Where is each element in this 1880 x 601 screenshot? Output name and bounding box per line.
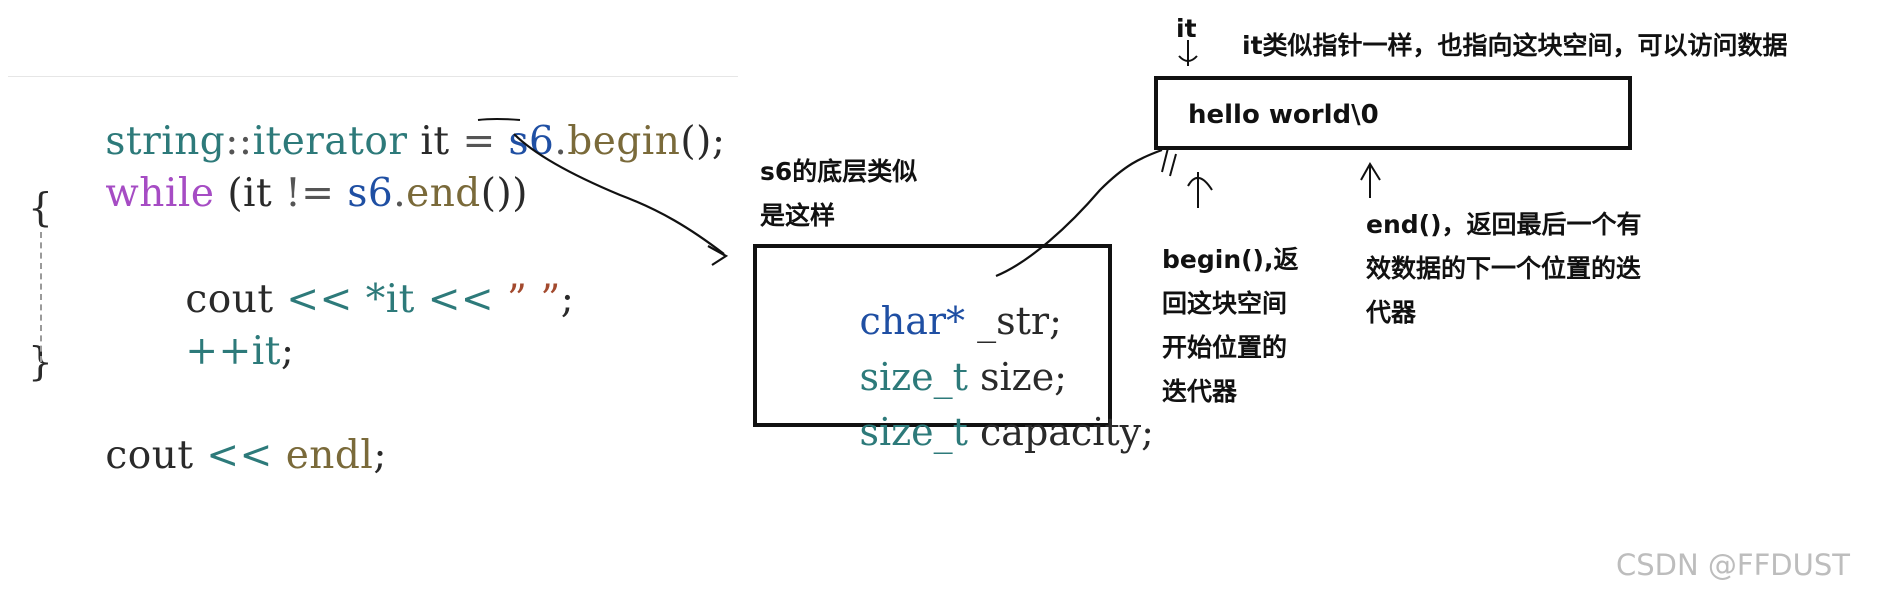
begin-note-line: 回这块空间 [1162,289,1288,318]
struct-caption-line: 是这样 [760,201,836,230]
scope-token: :: [225,119,253,164]
tail-token: (); [680,119,726,164]
member-type: char* [859,299,966,343]
indent-guide [40,232,42,362]
paren-token: ( [227,171,244,216]
string-literal-token: ” ” [507,277,561,322]
member-name: size; [980,355,1067,399]
struct-member-capacity: size_t capacity; [787,375,1154,489]
code-line-5: ++it; [108,293,295,410]
arrowhead-icon [1360,162,1381,181]
begin-note-line: begin(),返 [1162,245,1299,274]
code-line-3: { [28,186,54,231]
var-token: it [243,171,273,216]
operator-token: != [285,171,335,216]
string-content: hello world\0 [1188,100,1379,130]
object-token: s6 [508,119,555,164]
keyword-token: while [105,171,215,216]
it-label: it [1176,14,1197,43]
end-note-line: 代器 [1366,298,1417,327]
dot-token: . [554,119,568,164]
end-note-line: end()，返回最后一个有 [1366,210,1642,239]
call-token: begin [567,119,681,164]
semicolon-token: ; [280,329,295,374]
end-note-line: 效数据的下一个位置的迭 [1366,254,1642,283]
call-token: end [406,171,481,216]
struct-caption: s6的底层类似 是这样 [760,150,917,238]
dot-token: . [393,171,407,216]
arrowhead-icon [1178,55,1198,62]
it-note: it类似指针一样，也指向这块空间，可以访问数据 [1242,31,1788,60]
tail-token: ()) [480,171,528,216]
begin-note-line: 开始位置的 [1162,333,1288,362]
shift-token: << [286,277,353,322]
member-type: size_t [859,410,968,454]
struct-layout-box: char* _str; size_t size; size_t capacity… [753,244,1154,451]
struct-member-str: char* _str; [787,264,1062,378]
endl-token: endl [285,433,374,478]
semicolon-token: ; [560,277,575,322]
code-line-4: cout << *it << ” ”; [108,241,574,358]
assign-token: = [462,119,496,164]
s6-underline [477,118,521,121]
increment-token: ++it [185,329,281,374]
member-type: size_t [859,355,968,399]
type-token: string [105,119,226,164]
member-name: capacity; [980,410,1154,454]
shift-token: << [206,433,273,478]
begin-pointer-marks [1161,147,1177,177]
end-note: end()，返回最后一个有 效数据的下一个位置的迭 代器 [1366,203,1642,335]
code-snippet: string::iterator it = s6.begin(); while … [8,76,738,475]
deref-token: *it [365,277,415,322]
s6-to-struct-arrow [513,133,725,255]
object-token: s6 [347,171,394,216]
code-line-2: while (it != s6.end()) [28,135,528,252]
shift-token: << [427,277,495,322]
arrowhead-icon [707,245,729,266]
member-name: _str; [977,299,1062,343]
begin-note-line: 迭代器 [1162,377,1238,406]
string-memory-box: hello world\0 [1154,76,1632,150]
semicolon-token: ; [373,433,387,478]
str-to-memory-arrow [995,148,1163,278]
code-line-7: cout << endl; [28,397,387,514]
iterator-token: iterator [252,119,408,164]
struct-member-size: size_t size; [787,320,1067,434]
watermark: CSDN @FFDUST [1616,548,1850,582]
cout-token: cout [185,277,274,322]
begin-note: begin(),返 回这块空间 开始位置的 迭代器 [1162,238,1298,414]
var-token: it [420,119,450,164]
struct-caption-line: s6的底层类似 [760,157,918,186]
arrowhead-icon [1187,177,1213,191]
code-line-1: string::iterator it = s6.begin(); [28,83,725,200]
cout-token: cout [105,433,194,478]
